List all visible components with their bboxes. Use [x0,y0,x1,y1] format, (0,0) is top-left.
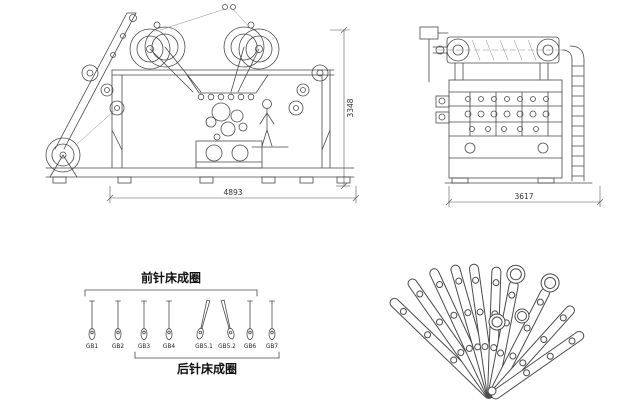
machine-body [435,79,593,184]
front-bed-label: 前针床成圈 [141,270,201,285]
guide-bar-symbol [140,300,148,340]
guide-bar-label: GB6 [244,344,256,350]
guide-bar-label: GB3 [138,344,150,350]
guide-bar-label: GB5.1 [195,344,213,350]
back-bed-bracket [134,351,280,359]
side-width-value: 3617 [514,192,533,201]
guide-bar-symbol [88,300,96,340]
fan-arm [487,264,526,398]
operator-figure [251,99,289,148]
guide-bar-symbol [220,299,235,340]
guide-bar-symbol [246,300,254,340]
side-view-drawing [419,26,593,184]
guide-bar-label: GB7 [266,344,278,350]
ladder [561,45,585,182]
side-width-dimension: 3617 [445,186,604,207]
warp-beam-left [129,21,186,70]
batching-roller [45,109,116,178]
knitting-head [186,74,269,141]
front-bed-bracket [84,289,258,297]
front-height-dimension: 3348 [330,26,355,190]
guide-bar-label: GB1 [86,344,98,350]
guide-bar-label: GB2 [112,344,124,350]
back-bed-label: 后针床成圈 [177,361,237,376]
guide-bar-diagram: 前针床成圈 GB1 GB2 GB3 [84,270,280,376]
fan-arm [490,305,575,399]
guide-bar-label: GB4 [163,344,175,350]
top-yarn-guides [159,4,251,31]
front-width-value: 4893 [223,188,242,197]
warp-beam-right [223,21,280,70]
beam-cylinder [432,36,567,64]
front-height-value: 3348 [346,98,355,117]
inclined-creel-arm [54,12,137,150]
tension-rollers [81,64,329,116]
guide-bar-symbol [196,299,211,340]
front-view-drawing [45,4,355,184]
guide-bar-symbol [114,300,122,340]
guide-bar-symbol [165,300,173,340]
guide-bar-label: GB5.2 [218,344,236,350]
fan-arm [489,273,560,398]
fan-arm [490,330,585,400]
take-up-unit [195,140,263,169]
tension-ring [487,308,530,396]
guide-bar-symbol [268,300,276,340]
front-width-dimension: 4893 [106,186,360,203]
creel-fan-diagram [389,263,585,400]
